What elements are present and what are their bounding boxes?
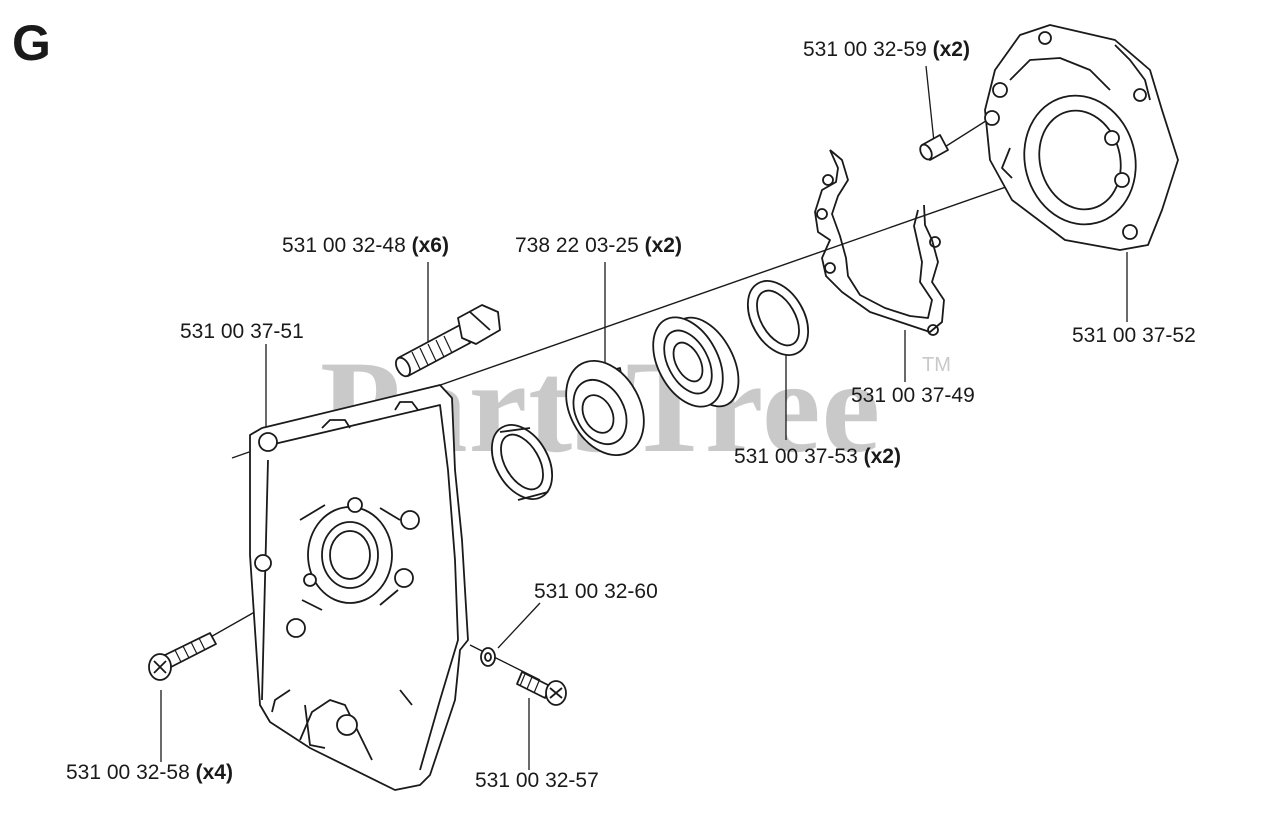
screw-58-shape	[148, 632, 217, 681]
seal-ring-left-shape	[490, 424, 554, 501]
part-label-531-00-32-60[interactable]: 531 00 32-60	[534, 580, 658, 604]
part-quantity: (x2)	[644, 234, 682, 257]
part-label-531-00-37-49[interactable]: 531 00 37-49	[851, 384, 975, 408]
watermark-trademark: TM	[922, 354, 951, 376]
part-number: 531 00 32-60	[534, 580, 658, 603]
bearing-right-shape	[652, 316, 740, 408]
part-label-531-00-32-59[interactable]: 531 00 32-59 (x2)	[803, 38, 970, 62]
bearing-left-shape	[565, 359, 645, 457]
part-number: 531 00 37-53	[734, 445, 858, 468]
part-quantity: (x2)	[932, 38, 970, 61]
part-number: 531 00 32-48	[282, 234, 406, 257]
dowel-pin-shape	[919, 134, 949, 161]
screw-57-shape	[516, 671, 567, 706]
section-letter: G	[12, 15, 51, 71]
part-quantity: (x4)	[195, 761, 233, 784]
part-label-531-00-37-53[interactable]: 531 00 37-53 (x2)	[734, 445, 901, 469]
crankcase-right-shape	[984, 24, 1179, 251]
part-label-531-00-32-58[interactable]: 531 00 32-58 (x4)	[66, 761, 233, 785]
part-label-531-00-32-48[interactable]: 531 00 32-48 (x6)	[282, 234, 449, 258]
part-label-531-00-37-51[interactable]: 531 00 37-51	[180, 320, 304, 344]
part-number: 531 00 32-58	[66, 761, 190, 784]
part-quantity: (x2)	[863, 445, 901, 468]
part-number: 531 00 32-59	[803, 38, 927, 61]
part-label-531-00-32-57[interactable]: 531 00 32-57	[475, 769, 599, 793]
part-quantity: (x6)	[411, 234, 449, 257]
part-number: 531 00 37-52	[1072, 324, 1196, 347]
gasket-shape	[814, 149, 945, 336]
part-number: 531 00 37-51	[180, 320, 304, 343]
washer-shape	[480, 647, 496, 667]
screw-48-shape	[395, 304, 501, 378]
part-number: 738 22 03-25	[515, 234, 639, 257]
part-label-738-22-03-25[interactable]: 738 22 03-25 (x2)	[515, 234, 682, 258]
crankcase-left-shape	[249, 384, 469, 791]
part-label-531-00-37-52[interactable]: 531 00 37-52	[1072, 324, 1196, 348]
part-number: 531 00 32-57	[475, 769, 599, 792]
part-number: 531 00 37-49	[851, 384, 975, 407]
seal-ring-right-shape	[746, 280, 810, 356]
